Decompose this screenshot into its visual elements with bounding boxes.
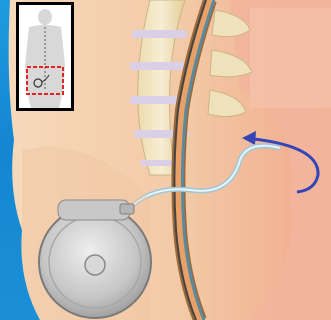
muscle-grid: [250, 8, 331, 108]
location-inset: [16, 2, 74, 111]
refill-port: [85, 255, 105, 275]
back-silhouette: [19, 5, 71, 108]
catheter-port: [120, 204, 134, 214]
